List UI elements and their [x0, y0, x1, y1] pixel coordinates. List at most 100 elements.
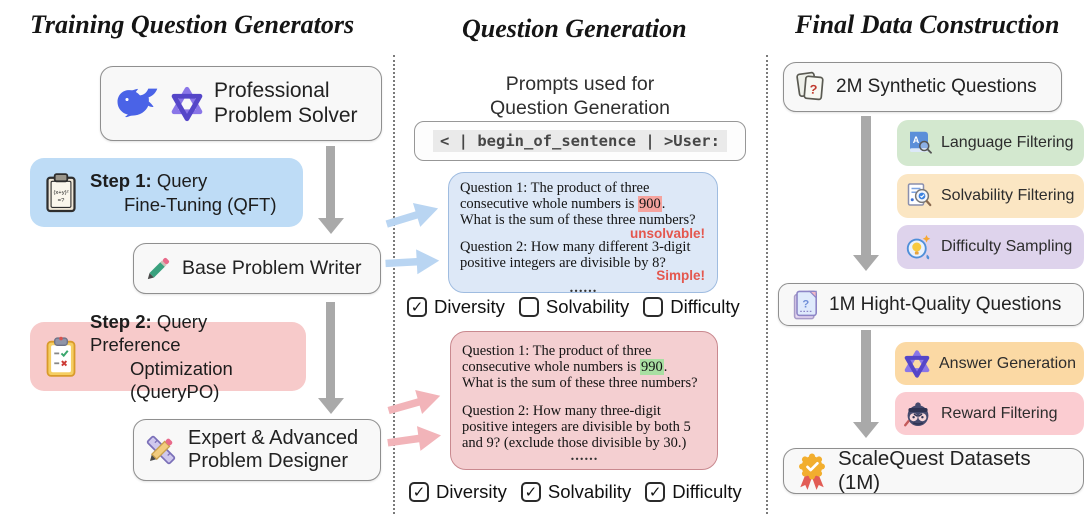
qft-question-1: Question 1: The product of three consecu… [460, 180, 707, 229]
prompt-template-box: < | begin_of_sentence | >User: [414, 121, 746, 161]
checkbox-unchecked-icon [518, 297, 539, 317]
step1-label: Step 1: Query Fine-Tuning (QFT) [90, 169, 276, 215]
ruler-pencil-icon [142, 431, 180, 469]
checkbox-checked-icon: ✓ [645, 482, 666, 502]
step2-label: Step 2: Query Preference Optimization (Q… [90, 310, 293, 403]
step1-line2: Fine-Tuning (QFT) [124, 193, 277, 215]
clipboard-formula-icon: (x+y)² =? [43, 168, 79, 218]
doc-check-search-icon [904, 181, 934, 211]
quality-questions-label: 1M Hight-Quality Questions [829, 293, 1062, 315]
right-column-title: Final Data Construction [795, 10, 1060, 39]
answer-generation-box: Answer Generation [895, 342, 1084, 385]
querypo-sample-questions-box: Question 1: The product of three consecu… [450, 331, 718, 470]
criterion-diversity: ✓ Diversity [407, 296, 505, 318]
difficulty-sampling-label: Difficulty Sampling [941, 238, 1073, 255]
clipboard-formula-text-2: =? [58, 198, 65, 204]
synthetic-questions-label: 2M Synthetic Questions [836, 76, 1037, 98]
qft-q1-text: Question 1: The product of three consecu… [460, 180, 650, 213]
svg-text:?: ? [809, 81, 818, 97]
step2-line2: Optimization (QueryPO) [130, 357, 233, 402]
professional-problem-solver-box: Professional Problem Solver [100, 66, 382, 141]
writer-label: Base Problem Writer [182, 257, 362, 280]
reward-filtering-label: Reward Filtering [941, 404, 1058, 422]
unsolvable-tag: unsolvable! [629, 225, 705, 241]
deepseek-whale-icon [113, 85, 160, 123]
criterion-solvability: ✓ Solvability [520, 481, 632, 503]
checkbox-checked-icon: ✓ [520, 482, 541, 502]
step1-rest: Query [151, 170, 208, 192]
book-search-icon: A [904, 128, 934, 158]
check-mark: ✓ [524, 483, 538, 501]
left-column-title: Training Question Generators [30, 10, 355, 39]
flow-arrow-blue-1 [385, 202, 439, 228]
svg-text:?: ? [802, 298, 809, 310]
criterion-label: Solvability [547, 481, 632, 502]
qwen-logo-icon [902, 349, 932, 379]
synthetic-questions-box: ? 2M Synthetic Questions [783, 62, 1062, 112]
step2-bold: Step 2: [90, 311, 152, 333]
qft-sample-questions-box: Question 1: The product of three consecu… [448, 172, 718, 293]
pages-question-icon: ? [794, 67, 828, 107]
criterion-label: Diversity [434, 296, 505, 317]
ellipsis: ...... [569, 280, 598, 293]
language-filtering-box: A Language Filtering [897, 120, 1084, 166]
criterion-diversity: ✓ Diversity [409, 481, 507, 503]
quality-questions-box: ? 1M Hight-Quality Questions [778, 283, 1084, 326]
checkbox-checked-icon: ✓ [407, 297, 427, 317]
column-divider-right [766, 55, 768, 514]
check-mark: ✓ [648, 483, 662, 501]
language-filtering-label: Language Filtering [941, 134, 1074, 151]
base-problem-writer-box: Base Problem Writer [133, 243, 381, 294]
querypo-q1-text: Question 1: The product of three consecu… [462, 343, 652, 376]
ellipsis: ...... [570, 448, 599, 465]
page-question-icon: ? [789, 286, 821, 324]
querypo-q1-highlight: 990 [640, 359, 664, 376]
criterion-difficulty: Difficulty [643, 296, 740, 318]
simple-tag: Simple! [656, 268, 705, 284]
qft-q1-text-end: . What is the sum of these three numbers… [460, 196, 696, 229]
difficulty-sampling-box: Difficulty Sampling [897, 225, 1084, 269]
bulb-search-icon [904, 232, 934, 262]
criterion-label: Solvability [545, 296, 630, 317]
solvability-filtering-label: Solvability Filtering [941, 187, 1075, 204]
designer-label: Expert & Advanced Problem Designer [188, 427, 359, 472]
checkbox-checked-icon: ✓ [409, 482, 429, 502]
clipboard-check-icon [43, 332, 79, 382]
middle-column-title: Question Generation [462, 14, 687, 43]
step1-qft-box: (x+y)² =? Step 1: Query Fine-Tuning (QFT… [30, 158, 303, 227]
step2-querypo-box: Step 2: Query Preference Optimization (Q… [30, 311, 306, 402]
step2-rest: Query Preference [90, 311, 208, 356]
step1-bold: Step 1: [90, 170, 152, 192]
clipboard-formula-text-1: (x+y)² [53, 189, 68, 195]
criterion-solvability: Solvability [518, 296, 630, 318]
answer-generation-label: Answer Generation [939, 354, 1076, 372]
monkey-mascot-icon [902, 398, 934, 430]
criterion-label: Diversity [436, 481, 507, 502]
criterion-label: Difficulty [670, 296, 740, 317]
down-arrow-right-1 [861, 116, 871, 255]
qft-question-2: Question 2: How many different 3-digit p… [460, 238, 691, 272]
scalequest-datasets-label: ScaleQuest Datasets (1M) [838, 447, 1031, 494]
checkbox-unchecked-icon [643, 297, 664, 317]
querypo-question-2: Question 2: How many three-digit positiv… [462, 402, 691, 452]
querypo-question-1: Question 1: The product of three consecu… [462, 343, 707, 392]
expert-problem-designer-box: Expert & Advanced Problem Designer [133, 419, 381, 481]
flow-arrow-blue-2 [385, 249, 440, 275]
prompt-heading: Prompts used for Question Generation [490, 73, 670, 120]
check-mark: ✓ [412, 483, 426, 501]
down-arrow-left-2 [326, 302, 335, 398]
criterion-difficulty: ✓ Difficulty [645, 481, 742, 503]
check-mark: ✓ [410, 298, 424, 316]
down-arrow-right-2 [861, 330, 871, 422]
down-arrow-left-1 [326, 146, 335, 218]
querypo-criteria-row: ✓ Diversity ✓ Solvability ✓ Difficulty [409, 481, 742, 503]
flow-arrow-pink-2 [387, 426, 441, 451]
criterion-label: Difficulty [672, 481, 742, 502]
svg-text:A: A [913, 135, 920, 145]
medal-icon [794, 450, 830, 492]
pencil-icon [142, 253, 174, 285]
solvability-filtering-box: Solvability Filtering [897, 174, 1084, 218]
solver-label: Professional Problem Solver [214, 79, 358, 127]
prompt-token-text: < | begin_of_sentence | >User: [433, 130, 727, 152]
